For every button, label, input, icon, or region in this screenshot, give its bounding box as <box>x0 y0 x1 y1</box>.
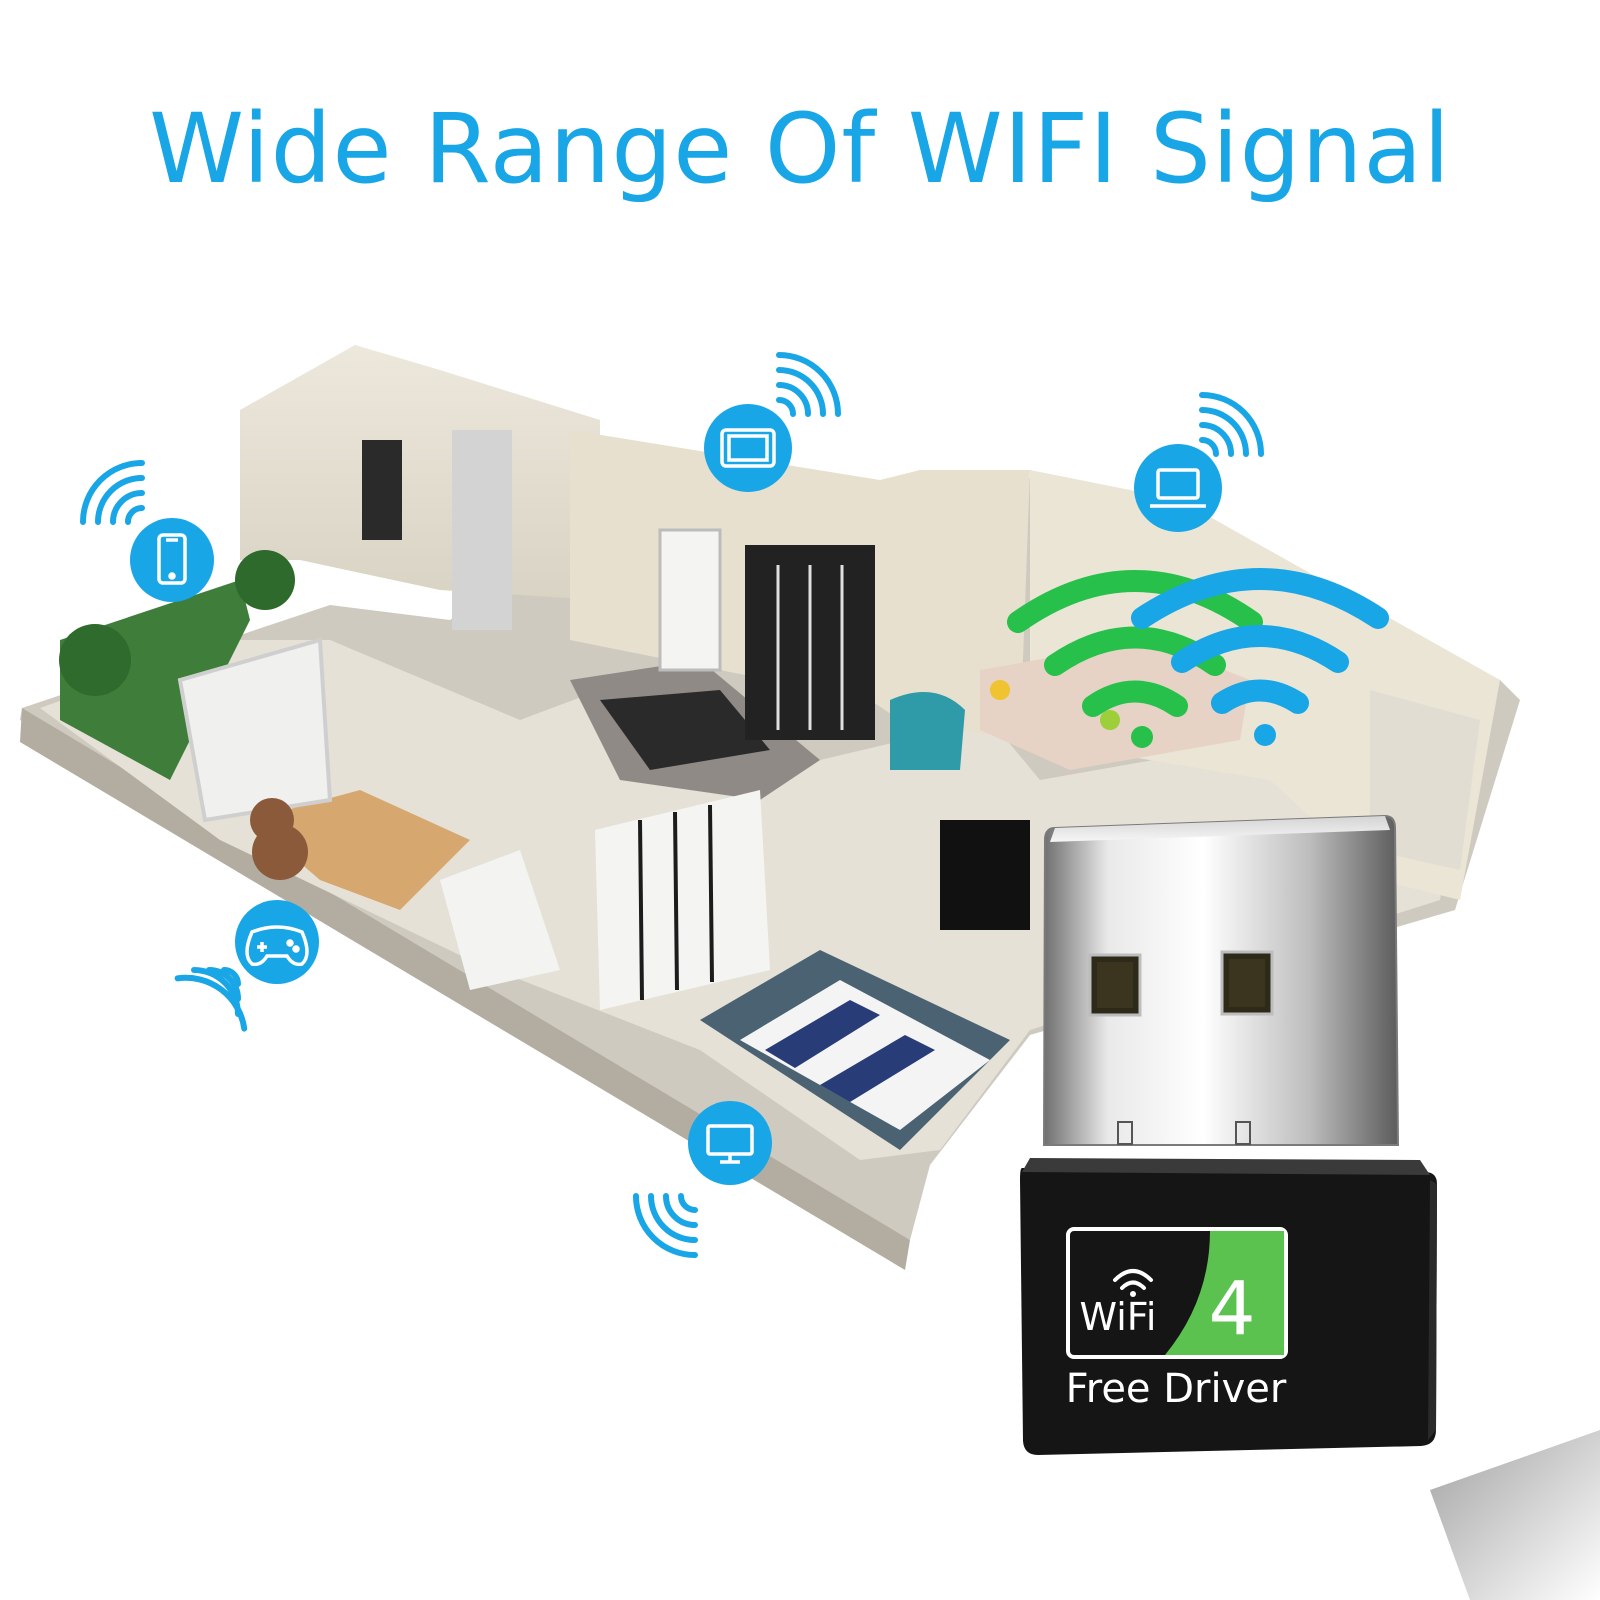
badge-caption: Free Driver <box>1066 1366 1287 1412</box>
monitor-bubble <box>633 1101 772 1258</box>
gamepad-icon <box>245 925 309 967</box>
signal-waves-icon <box>174 967 248 1032</box>
usb-wifi-dongle: WiFi 4 Free Driver <box>1020 814 1600 1600</box>
tablet-icon <box>720 428 776 468</box>
wifi-icon <box>1113 1269 1153 1297</box>
smartphone-icon <box>157 533 187 585</box>
signal-waves-icon <box>1199 392 1264 457</box>
badge-number: 4 <box>1208 1266 1255 1352</box>
signal-waves-icon <box>633 1193 698 1258</box>
laptop-bubble <box>1134 392 1264 532</box>
house-cutaway-illustration <box>20 345 1520 1270</box>
signal-waves-icon <box>80 460 145 525</box>
laptop-icon <box>1150 468 1206 508</box>
monitor-icon <box>706 1124 754 1164</box>
wifi-waves-blue <box>1131 568 1389 746</box>
smartphone-bubble <box>80 460 214 602</box>
wifi4-badge: WiFi 4 <box>1066 1227 1288 1359</box>
dongle-shadow <box>1430 1430 1600 1600</box>
gamepad-bubble <box>174 900 319 1032</box>
badge-wifi-label: WiFi <box>1080 1295 1157 1339</box>
signal-waves-icon <box>776 352 841 417</box>
tablet-bubble <box>704 352 841 492</box>
headline: Wide Range Of WIFI Signal <box>149 93 1451 205</box>
